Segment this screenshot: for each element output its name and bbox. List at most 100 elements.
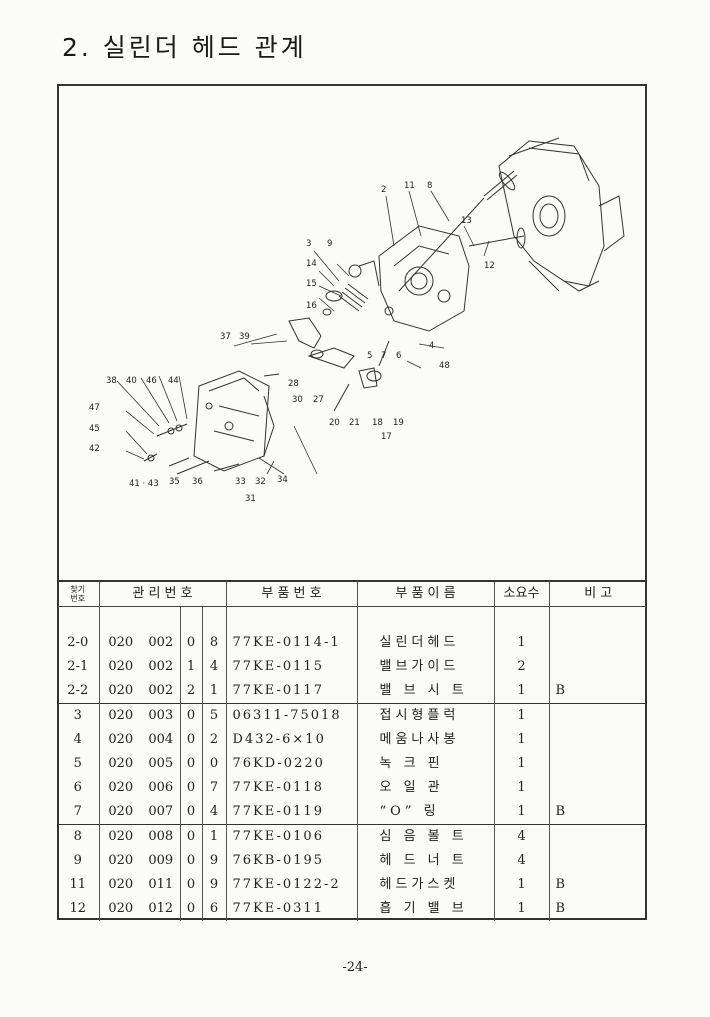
cell-qty: 4 (493, 824, 549, 849)
cell-qty: 1 (493, 897, 549, 921)
blank-cell (493, 606, 549, 631)
cell-remark (548, 728, 647, 752)
cell-mgmt-d: 8 (201, 631, 226, 655)
header-find-no-line1: 찾기 (70, 585, 86, 594)
cell-mgmt-b: 011 (148, 877, 174, 892)
callout-35: 35 (169, 477, 180, 487)
header-qty: 소요수 (493, 580, 549, 607)
cell-part-no: 77KE-0119 (225, 800, 357, 825)
cell-mgmt-a: 020 (98, 897, 142, 921)
cell-mgmt-a: 020 (98, 728, 142, 752)
rocker-arm-drawing (288, 317, 390, 412)
cell-qty: 1 (493, 703, 549, 728)
cell-mgmt-b: 003 (142, 703, 180, 728)
small-parts-drawing (143, 373, 280, 475)
callout-19: 19 (393, 418, 404, 428)
cell-qty: 1 (493, 800, 549, 825)
cell-mgmt-c: 0 (179, 776, 202, 800)
cell-part-no: 76KB-0195 (225, 849, 357, 873)
cell-remark (548, 752, 647, 776)
page-title: 2. 실린더 헤드 관계 (62, 33, 307, 62)
cell-remark: B (548, 897, 647, 921)
blank-row (57, 606, 647, 632)
callout-42: 42 (89, 444, 100, 454)
cell-mgmt-a: 020 (98, 703, 142, 728)
cell-mgmt-a: 020 (98, 631, 142, 655)
cell-part-no: 76KD-0220 (225, 752, 357, 776)
cylinder-head-drawing (348, 225, 470, 332)
cell-part-name: 밸브가이드 (356, 655, 494, 679)
callout-21: 21 (349, 418, 360, 428)
cell-mgmt-b: 002 (148, 683, 174, 698)
header-management-no: 관 리 번 호 (98, 580, 226, 607)
cell-qty: 2 (493, 655, 549, 679)
callout-labels: 2 11 8 13 12 3 9 14 15 16 4 48 37 39 5 7… (89, 181, 495, 504)
callout-30: 30 (292, 395, 303, 405)
cell-mgmt-d: 9 (201, 849, 226, 873)
cell-find-no: 3 (57, 703, 99, 728)
cell-part-name: 흡 기 밸 브 (356, 897, 494, 921)
cell-mgmt-c: 0 (179, 824, 202, 849)
cell-find-no: 12 (69, 901, 87, 916)
callout-16: 16 (306, 301, 317, 311)
cell-part-no: 77KE-0118 (225, 776, 357, 800)
cell-part-name: 오 일 관 (356, 776, 494, 800)
cell-part-name: 실린더헤드 (356, 631, 494, 655)
blank-cell (225, 606, 357, 631)
callout-20: 20 (329, 418, 340, 428)
cell-mgmt-c: 2 (179, 679, 202, 704)
rocker-cover-drawing (193, 370, 275, 472)
cell-mgmt-c: 0 (179, 849, 202, 873)
callout-5: 5 (367, 351, 372, 361)
cell-mgmt-a: 020 (98, 824, 142, 849)
cell-mgmt-d: 7 (201, 776, 226, 800)
callout-3: 3 (306, 239, 311, 249)
blank-cell (57, 607, 99, 632)
callout-8: 8 (427, 181, 432, 191)
leader-lines (116, 190, 490, 475)
cell-mgmt-c: 0 (179, 800, 202, 825)
callout-4: 4 (429, 341, 434, 351)
cell-mgmt-c: 0 (179, 728, 202, 752)
callout-17: 17 (381, 432, 392, 442)
cell-mgmt-c: 0 (179, 752, 202, 776)
blank-cell (98, 606, 142, 631)
callout-48: 48 (439, 361, 450, 371)
crankcase-drawing (498, 137, 625, 292)
cell-find-no: 2-1 (67, 659, 89, 674)
exploded-parts-diagram: 2 11 8 13 12 3 9 14 15 16 4 48 37 39 5 7… (59, 86, 645, 580)
cell-part-name: 녹 크 핀 (356, 752, 494, 776)
cell-mgmt-c: 0 (179, 873, 202, 897)
callout-7: 7 (381, 351, 386, 361)
callout-13: 13 (461, 216, 472, 226)
cell-mgmt-a: 020 (98, 873, 142, 897)
cell-find-no: 4 (73, 732, 82, 747)
callout-15: 15 (306, 279, 317, 289)
cell-qty: 1 (493, 679, 549, 704)
cell-mgmt-d: 6 (201, 897, 226, 921)
blank-cell (201, 606, 226, 631)
cell-mgmt-a: 020 (98, 776, 142, 800)
callout-45: 45 (89, 424, 100, 434)
cell-mgmt-b: 008 (142, 824, 180, 849)
cell-mgmt-b: 009 (148, 853, 174, 868)
callout-41-43: 41 · 43 (129, 479, 159, 489)
cell-mgmt-a: 020 (98, 679, 142, 704)
cell-find-no: 2-2 (67, 683, 89, 698)
blank-cell (179, 606, 202, 631)
cell-mgmt-b: 002 (148, 635, 174, 650)
callout-27: 27 (313, 395, 324, 405)
cell-find-no: 9 (73, 853, 82, 868)
callout-12: 12 (484, 261, 495, 271)
cell-find-no: 6 (73, 780, 82, 795)
callout-31: 31 (245, 494, 256, 504)
cell-mgmt-b: 006 (148, 780, 174, 795)
cell-remark (548, 824, 647, 849)
cell-part-name: 헤드가스켓 (356, 873, 494, 897)
header-find-no-line2: 번호 (70, 594, 86, 603)
